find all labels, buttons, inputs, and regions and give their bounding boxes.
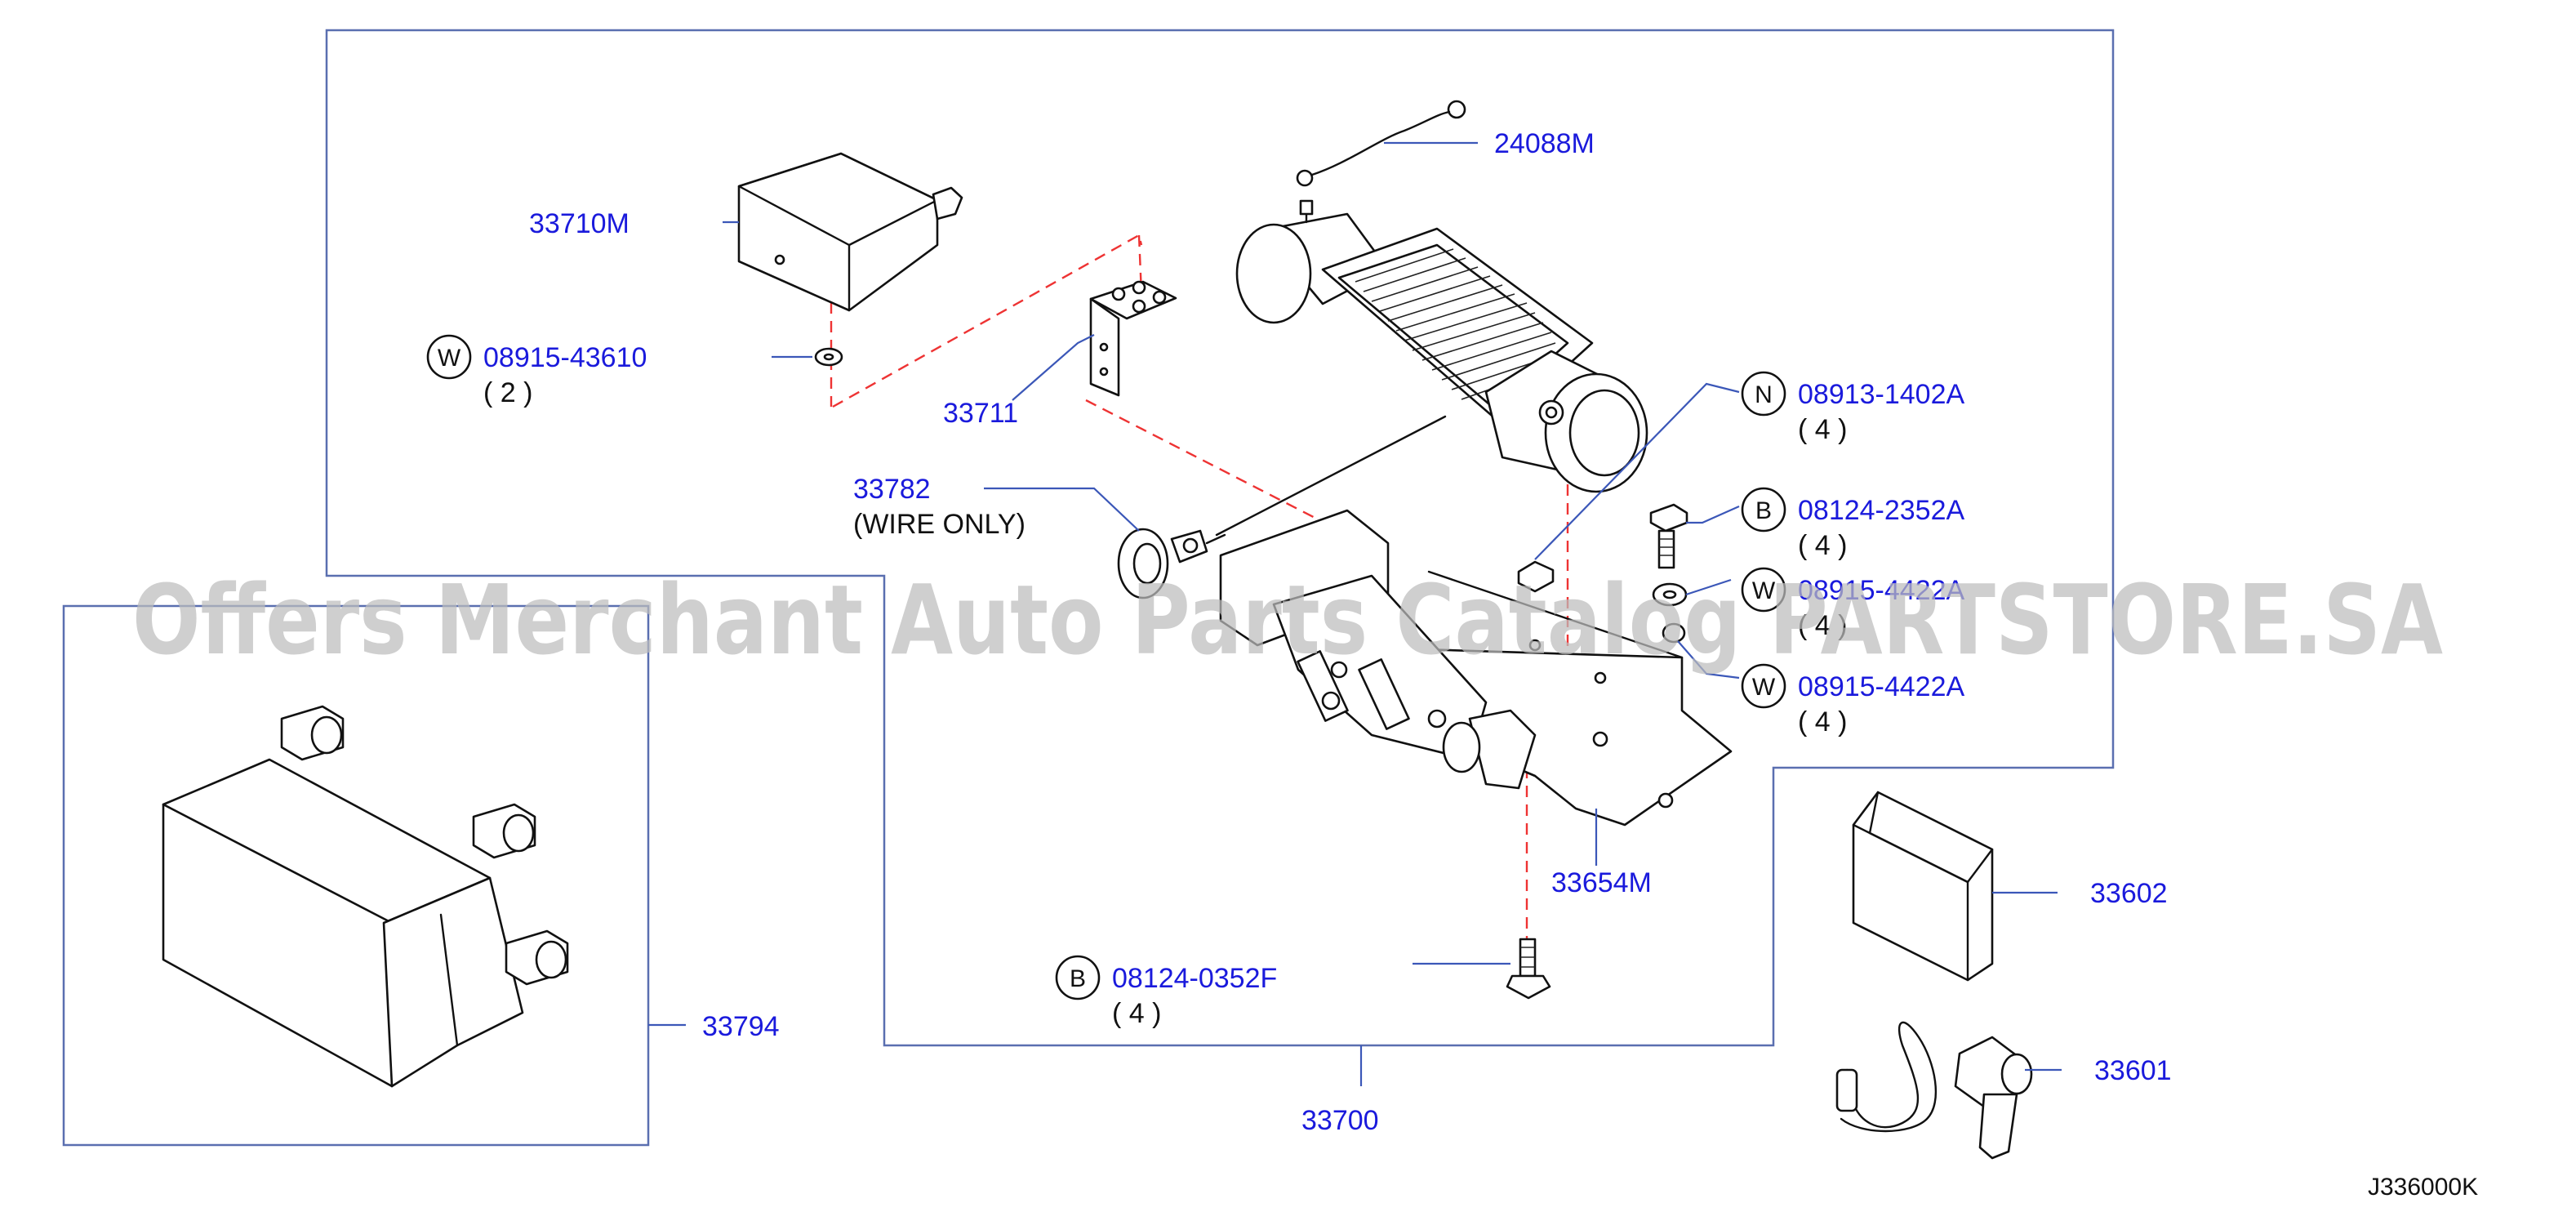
svg-text:08124-0352F: 08124-0352F	[1112, 963, 1277, 994]
svg-text:( 4 ): ( 4 )	[1798, 706, 1847, 737]
svg-text:B: B	[1070, 965, 1086, 992]
svg-text:08915-4422A: 08915-4422A	[1798, 671, 1965, 702]
svg-text:( 2 ): ( 2 )	[483, 377, 532, 408]
label-33700: 33700	[1301, 1105, 1379, 1136]
cover-33794	[162, 705, 569, 1088]
label-33794: 33794	[702, 1011, 780, 1042]
label-33601: 33601	[2094, 1055, 2172, 1086]
label-33602: 33602	[2090, 878, 2168, 909]
control-box-33710M	[737, 152, 963, 312]
diagram-reference: J336000K	[2368, 1174, 2478, 1201]
fastener-washer-left	[814, 347, 843, 367]
svg-text:08124-2352A: 08124-2352A	[1798, 495, 1965, 526]
wire-hook-33782	[1117, 528, 1226, 599]
label-33782-note: (WIRE ONLY)	[853, 509, 1026, 540]
ground-cable-24088M	[1296, 100, 1466, 187]
label-33782: 33782	[853, 474, 931, 505]
label-33710M: 33710M	[529, 208, 630, 239]
fastener-callout-w3: W 08915-4422A ( 4 )	[1741, 663, 1965, 737]
fastener-bolt-lower	[1506, 938, 1551, 1000]
fastener-callout-w1: W 08915-43610 ( 2 )	[426, 334, 647, 408]
svg-text:W: W	[1752, 674, 1776, 701]
fastener-bolt-upper	[1649, 503, 1688, 569]
fastener-callout-w2: W 08915-4422A ( 4 )	[1741, 567, 1965, 641]
box-33794	[62, 604, 650, 1147]
svg-text:( 4 ): ( 4 )	[1798, 530, 1847, 561]
fastener-callout-b2: B 08124-0352F ( 4 )	[1055, 955, 1277, 1029]
label-33711: 33711	[943, 398, 1018, 429]
svg-text:08915-43610: 08915-43610	[483, 342, 647, 373]
label-33654M: 33654M	[1551, 867, 1652, 898]
svg-text:B: B	[1755, 497, 1772, 524]
svg-text:( 4 ): ( 4 )	[1798, 610, 1847, 641]
remote-33601	[1835, 1021, 2033, 1160]
svg-text:( 4 ): ( 4 )	[1798, 414, 1847, 445]
bracket-33711	[1089, 280, 1177, 397]
winch-assembly	[1215, 199, 1648, 537]
fastener-callout-b1: B 08124-2352A ( 4 )	[1741, 487, 1965, 561]
svg-text:N: N	[1755, 381, 1773, 408]
watermark-text: Offers Merchant Auto Parts Catalog PARTS…	[132, 564, 2443, 676]
mounting-frame-33654M	[1219, 509, 1733, 827]
assembly-frame-33700	[325, 29, 2115, 1047]
leader-lines	[648, 141, 2062, 1086]
svg-text:W: W	[438, 345, 461, 372]
pouch-33602	[1852, 791, 1994, 982]
svg-text:08913-1402A: 08913-1402A	[1798, 379, 1965, 410]
svg-text:08915-4422A: 08915-4422A	[1798, 575, 1965, 606]
svg-text:W: W	[1752, 577, 1776, 604]
fastener-callout-n1: N 08913-1402A ( 4 )	[1741, 371, 1965, 445]
label-24088M: 24088M	[1494, 128, 1595, 159]
fastener-nut	[1517, 560, 1555, 593]
svg-text:( 4 ): ( 4 )	[1112, 998, 1161, 1029]
